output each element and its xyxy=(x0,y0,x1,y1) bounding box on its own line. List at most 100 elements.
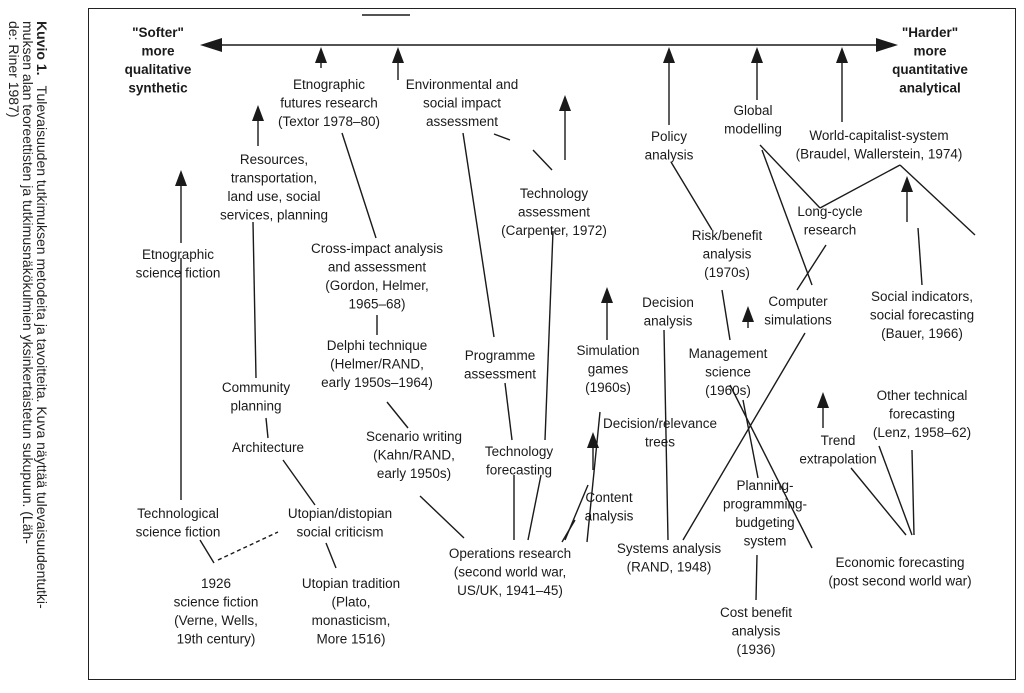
node-line: social impact xyxy=(423,96,501,111)
node-ops: Operations research(second world war,US/… xyxy=(449,546,571,598)
node-line: planning xyxy=(230,399,281,414)
diagram-edges xyxy=(180,14,976,601)
node-line: Utopian tradition xyxy=(302,576,400,591)
node-cost-benefit: Cost benefit analysis (1936) xyxy=(720,605,792,657)
node-line: assessment xyxy=(518,205,590,220)
node-tech-forecast: Technology forecasting xyxy=(485,444,554,478)
node-line: 1926 xyxy=(201,576,231,591)
node-line: Policy xyxy=(651,129,687,144)
node-line: Technology xyxy=(485,444,554,459)
axis-label-line: quantitative xyxy=(892,62,968,77)
node-line: early 1950s–1964) xyxy=(321,375,433,390)
node-line: (1960s) xyxy=(585,380,631,395)
node-line: Scenario writing xyxy=(366,429,462,444)
node-line: analysis xyxy=(732,624,781,639)
connector-line xyxy=(504,382,513,441)
node-line: (Bauer, 1966) xyxy=(881,326,963,341)
node-line: Environmental and xyxy=(406,77,519,92)
node-line: programming- xyxy=(723,497,807,512)
arrowhead xyxy=(392,47,404,63)
node-line: Technological xyxy=(137,506,219,521)
node-line: (1936) xyxy=(736,642,775,657)
arrowhead xyxy=(817,392,829,408)
connector-line xyxy=(878,445,913,536)
node-utopian-trad: Utopian tradition(Plato,monasticism,More… xyxy=(302,576,400,647)
arrowhead xyxy=(559,95,571,111)
node-line: Management xyxy=(689,346,768,361)
node-line: analysis xyxy=(645,148,694,163)
node-line: science xyxy=(705,365,751,380)
node-line: World-capitalist-system xyxy=(809,128,948,143)
node-line: (second world war, xyxy=(454,565,567,580)
node-line: social forecasting xyxy=(870,308,974,323)
node-line: extrapolation xyxy=(799,452,876,467)
node-line: Risk/benefit xyxy=(692,228,763,243)
connector-line xyxy=(759,144,821,209)
connector-line xyxy=(729,384,813,549)
node-line: Cost benefit xyxy=(720,605,792,620)
arrowhead xyxy=(587,432,599,448)
arrowhead xyxy=(901,176,913,192)
node-line: assessment xyxy=(426,114,498,129)
node-line: forecasting xyxy=(486,463,552,478)
node-line: Decision/relevance xyxy=(603,416,717,431)
arrowhead xyxy=(836,47,848,63)
node-line: (Kahn/RAND, xyxy=(373,448,455,463)
node-scenario: Scenario writing (Kahn/RAND, early 1950s) xyxy=(366,429,462,481)
node-env-impact: Environmental and social impact assessment xyxy=(406,77,519,129)
node-line: analysis xyxy=(703,247,752,262)
node-line: Systems analysis xyxy=(617,541,722,556)
connector-line xyxy=(586,411,601,543)
connector-line xyxy=(532,149,553,171)
axis-arrow-right xyxy=(876,38,898,52)
node-line: modelling xyxy=(724,122,782,137)
node-line: monasticism, xyxy=(312,613,391,628)
connector-line xyxy=(462,132,495,338)
node-line: Resources, xyxy=(240,152,308,167)
node-line: (Braudel, Wallerstein, 1974) xyxy=(796,147,963,162)
connector-line xyxy=(721,289,731,341)
connector-line xyxy=(899,164,976,236)
node-line: (1970s) xyxy=(704,265,750,280)
node-line: Other technical xyxy=(877,388,968,403)
node-line: (Textor 1978–80) xyxy=(278,114,380,129)
node-line: Content xyxy=(585,490,633,505)
node-econ: Economic forecasting(post second world w… xyxy=(828,555,971,589)
node-world-cap: World-capitalist-system (Braudel, Wallers… xyxy=(796,128,963,162)
diagram-arrowheads xyxy=(175,38,913,448)
node-line: (1960s) xyxy=(705,383,751,398)
connector-line xyxy=(742,399,759,479)
node-line: (Lenz, 1958–62) xyxy=(873,425,971,440)
axis-label-line: qualitative xyxy=(125,62,192,77)
node-line: research xyxy=(804,223,857,238)
node-line: analysis xyxy=(585,509,634,524)
arrowhead xyxy=(751,47,763,63)
connector-line xyxy=(682,332,806,541)
axis-label-line: more xyxy=(913,44,947,59)
connector-line xyxy=(282,459,316,506)
node-line: Programme xyxy=(465,348,536,363)
connector-line xyxy=(663,329,669,541)
node-line: early 1950s) xyxy=(377,466,451,481)
node-line: Etnographic xyxy=(142,247,214,262)
connector-line xyxy=(761,149,813,286)
node-risk: Risk/benefit analysis (1970s) xyxy=(692,228,763,280)
node-line: land use, social xyxy=(227,189,320,204)
node-line: Simulation xyxy=(576,343,639,358)
connector-line xyxy=(544,230,554,441)
axis-label-line: analytical xyxy=(899,81,961,96)
